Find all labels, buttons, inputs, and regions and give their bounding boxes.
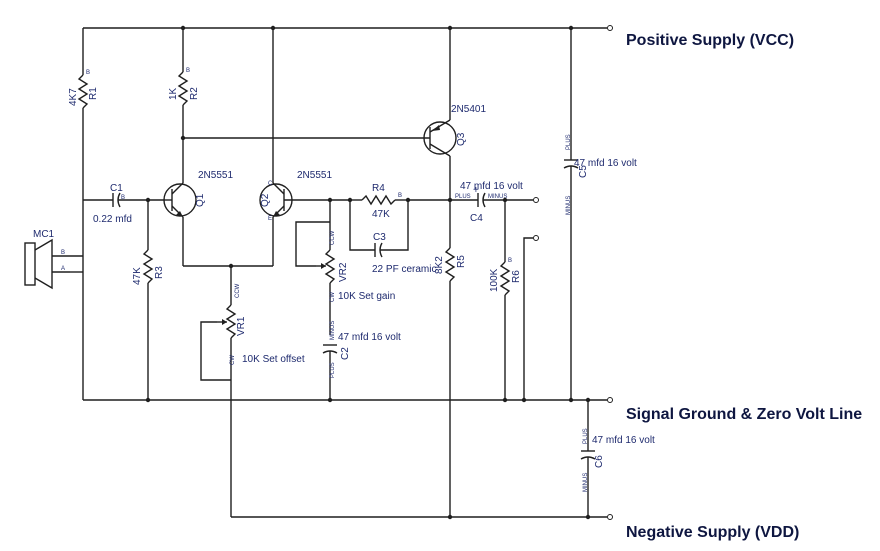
r4-ref: R4 [372, 183, 385, 194]
c3-ref: C3 [373, 232, 386, 243]
vr1-pin-ccw: CCW [235, 283, 241, 298]
capacitor-c5 [563, 28, 579, 400]
c5-pin-plus: PLUS [566, 134, 572, 150]
c4-ref: C4 [470, 213, 483, 224]
c6-pin-plus: PLUS [583, 428, 589, 444]
r4-pin-b: B [398, 193, 402, 199]
c2-value: 47 mfd 16 volt [338, 332, 401, 343]
r6-value: 100K [489, 268, 500, 292]
vcc-rail [83, 25, 613, 31]
c1-value: 0.22 mfd [93, 214, 132, 225]
r6-pin-b: B [508, 258, 512, 264]
transistor-q1 [163, 180, 197, 266]
potentiometer-vr2 [295, 200, 336, 335]
resistor-r6 [499, 200, 511, 400]
mc1-ref: MC1 [33, 229, 55, 240]
vdd-rail-label: Negative Supply (VDD) [626, 524, 799, 541]
r5-ref: R5 [456, 255, 467, 268]
q3-ref: Q3 [456, 132, 467, 146]
c5-pin-minus: MINUS [566, 196, 572, 215]
c1-pin-b: B [121, 195, 125, 201]
output-ground-terminal [523, 235, 539, 400]
q2-ref: Q2 [260, 193, 271, 207]
c2-ref: C2 [340, 347, 351, 360]
resistor-r1 [77, 28, 89, 200]
resistor-r3 [142, 200, 154, 400]
vr1-ref: VR1 [236, 316, 247, 336]
c2-pin-minus: MINUS [330, 321, 336, 340]
resistor-r5 [444, 200, 456, 517]
mc1-pin-b: B [61, 250, 65, 256]
c6-pin-minus: MINUS [583, 473, 589, 492]
q1-value: 2N5551 [198, 170, 233, 181]
c4-pin-minus: MINUS [488, 194, 507, 200]
q2-pin-c: C [268, 181, 273, 187]
r3-ref: R3 [154, 266, 165, 279]
vr2-value: 10K Set gain [338, 291, 395, 302]
vcc-rail-label: Positive Supply (VCC) [626, 32, 794, 49]
r3-value: 47K [132, 267, 143, 285]
r2-pin-b: B [186, 68, 190, 74]
c4-plus-sign: + [473, 185, 479, 196]
r2-value: 1K [168, 87, 179, 100]
r1-value: 4K7 [68, 88, 79, 106]
c1-ref: C1 [110, 183, 123, 194]
vr1-value: 10K Set offset [242, 354, 305, 365]
resistor-r4 [350, 194, 408, 206]
ground-rail-label: Signal Ground & Zero Volt Line [626, 406, 862, 423]
microphone-mc1 [24, 238, 83, 290]
capacitor-c6 [580, 400, 596, 517]
r4-value: 47K [372, 209, 390, 220]
q1-ref: Q1 [195, 193, 206, 207]
ground-rail [83, 397, 613, 403]
resistor-r2 [177, 28, 189, 180]
capacitor-c4 [450, 192, 539, 208]
vr1-pin-cw: CW [230, 355, 236, 365]
vr2-ref: VR2 [338, 262, 349, 282]
vr2-pin-cw: CW [330, 292, 336, 302]
r1-ref: R1 [88, 87, 99, 100]
c4-pin-plus: PLUS [455, 194, 471, 200]
c4-value: 47 mfd 16 volt [460, 181, 523, 192]
c2-pin-plus: PLUS [330, 362, 336, 378]
r6-ref: R6 [511, 270, 522, 283]
vdd-rail [231, 514, 613, 520]
c3-value: 22 PF ceramic [372, 264, 436, 275]
transistor-q2 [259, 28, 330, 266]
r5-value: 8K2 [434, 256, 445, 274]
r1-pin-b: B [86, 70, 90, 76]
r2-ref: R2 [189, 87, 200, 100]
c6-value: 47 mfd 16 volt [592, 435, 655, 446]
c5-value: 47 mfd 16 volt [574, 158, 637, 169]
q2-value: 2N5551 [297, 170, 332, 181]
c6-ref: C6 [594, 455, 605, 468]
capacitor-c3 [349, 200, 409, 258]
q2-pin-e: E [268, 216, 272, 222]
vr2-pin-ccw: CCW [330, 230, 336, 245]
capacitor-c1 [83, 192, 165, 208]
transistor-q3 [423, 28, 457, 200]
c5-ref: C5 [578, 165, 589, 178]
potentiometer-vr1 [200, 266, 237, 517]
mc1-pin-a: A [61, 266, 65, 272]
q3-value: 2N5401 [451, 104, 486, 115]
capacitor-c2 [322, 344, 338, 400]
